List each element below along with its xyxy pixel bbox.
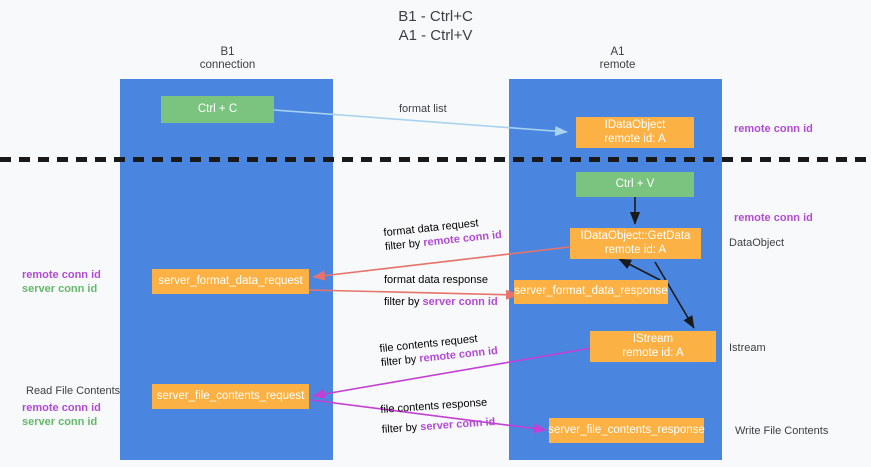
box-ctrl-v[interactable]: Ctrl + V	[576, 172, 694, 197]
label-data-object: DataObject	[729, 237, 785, 249]
box-getdata-subtitle: remote id: A	[604, 243, 667, 256]
box-istream-subtitle: remote id: A	[622, 346, 684, 359]
box-ctrl-c-label: Ctrl + C	[197, 102, 238, 115]
label-file-contents-response-filter-prefix: filter by	[381, 421, 421, 436]
label-file-contents-request-filter-prefix: filter by	[380, 353, 420, 370]
label-write-file-contents: Write File Contents	[735, 425, 829, 437]
box-idataobject-title: IDataObject	[604, 119, 666, 131]
box-istream-title: IStream	[632, 333, 674, 345]
box-getdata-title: IDataObject::GetData	[580, 230, 691, 242]
connector-format-data-request	[312, 246, 570, 281]
title-line-2: A1 - Ctrl+V	[398, 27, 473, 44]
label-format-list: format list	[399, 103, 447, 115]
label-conn-ids-top-remote: remote conn id	[22, 269, 101, 281]
lane-header-a1-role: remote	[599, 59, 636, 71]
label-conn-ids-top: remote conn id server conn id	[22, 268, 101, 296]
box-server-file-contents-response[interactable]: server_file_contents_response	[548, 418, 705, 443]
connector-format-list	[273, 109, 568, 137]
box-server-format-data-request[interactable]: server_format_data_request	[152, 269, 309, 294]
label-format-data-request-filter-prefix: filter by	[384, 237, 424, 254]
label-istream: Istream	[729, 342, 766, 354]
box-server-file-contents-response-label: server_file_contents_response	[548, 423, 705, 436]
phase-divider	[0, 157, 871, 162]
box-server-file-contents-request[interactable]: server_file_contents_request	[152, 384, 309, 409]
connector-file-contents-request	[312, 347, 592, 400]
label-conn-ids-bottom-remote: remote conn id	[22, 402, 101, 414]
lane-header-b1: B1 connection	[150, 46, 305, 72]
lane-header-b1-name: B1	[220, 46, 235, 58]
box-istream[interactable]: IStream remote id: A	[590, 331, 716, 362]
box-server-format-data-response[interactable]: server_format_data_response	[514, 280, 668, 304]
box-server-format-data-request-label: server_format_data_request	[158, 274, 303, 287]
label-remote-conn-id-mid: remote conn id	[734, 212, 813, 224]
lane-header-a1-name: A1	[610, 46, 625, 58]
connector-getdata-istream	[654, 261, 695, 329]
connector-response-istream	[618, 258, 661, 281]
box-ctrl-v-label: Ctrl + V	[615, 177, 655, 190]
label-remote-conn-id-top: remote conn id	[734, 123, 813, 135]
label-format-data-response: format data response filter by server co…	[384, 273, 498, 309]
label-format-data-response-title: format data response	[384, 274, 488, 286]
box-idataobject-getdata[interactable]: IDataObject::GetData remote id: A	[570, 228, 701, 259]
box-idataobject[interactable]: IDataObject remote id: A	[576, 117, 694, 148]
box-server-file-contents-request-label: server_file_contents_request	[156, 389, 305, 402]
box-server-format-data-response-label: server_format_data_response	[514, 285, 668, 298]
label-read-file-contents: Read File Contents	[26, 385, 121, 397]
label-format-data-response-filter-prefix: filter by	[384, 296, 423, 308]
connector-format-data-response	[308, 289, 519, 300]
label-format-data-response-filter-key: server conn id	[422, 296, 498, 308]
page-title: B1 - Ctrl+C A1 - Ctrl+V	[0, 7, 871, 45]
lane-header-b1-role: connection	[199, 59, 256, 71]
lane-header-a1: A1 remote	[540, 46, 695, 72]
box-idataobject-subtitle: remote id: A	[604, 132, 666, 145]
label-conn-ids-bottom-server: server conn id	[22, 416, 98, 428]
label-conn-ids-bottom: remote conn id server conn id	[22, 401, 101, 429]
box-ctrl-c[interactable]: Ctrl + C	[161, 96, 274, 123]
title-line-1: B1 - Ctrl+C	[398, 8, 473, 25]
connector-file-contents-response	[310, 399, 547, 434]
label-conn-ids-top-server: server conn id	[22, 283, 98, 295]
